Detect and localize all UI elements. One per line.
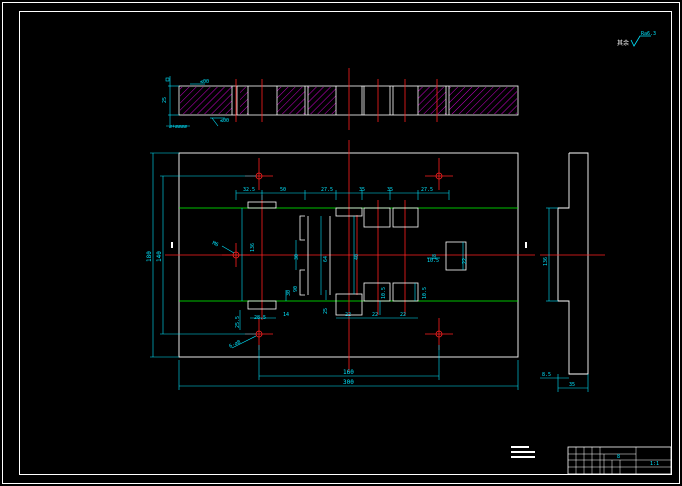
pocket [363, 282, 391, 302]
dim-bottom-a: 22 [345, 312, 351, 318]
hatch-segment [277, 87, 305, 114]
top-view-outline [178, 85, 519, 116]
dim-small-e: 25.5 [235, 316, 241, 328]
dim-vert-f: 25 [323, 308, 329, 314]
dim-small-b: 10.5 [381, 287, 387, 299]
title-block-frame [567, 446, 672, 475]
dim-h1: ≤00 [200, 79, 209, 85]
dim-small-c: 10.5 [422, 287, 428, 299]
dim-chain-4: 35 [359, 187, 365, 193]
section-arrow-icon [525, 242, 527, 248]
dim-diag-a: M6 [211, 240, 219, 248]
dim-chain-5: 35 [387, 187, 393, 193]
hatch-segment [308, 87, 336, 114]
dim-callout: ∅+∅∅∅∅ [169, 124, 187, 130]
dim-vert-b: 64 [323, 256, 329, 262]
pocket [363, 207, 391, 228]
slot [299, 269, 305, 296]
dim-bottom-b: 22 [372, 312, 378, 318]
dim-chain-6: 27.5 [421, 187, 433, 193]
dim-hole-span: 160 [343, 369, 354, 376]
roughness-symbol-icon [630, 35, 651, 47]
slot [299, 215, 305, 241]
mounting-hole-icon [435, 172, 443, 180]
hatch-segment [240, 87, 248, 114]
hatch-segment [418, 87, 446, 114]
dim-overall-width: 300 [343, 379, 354, 386]
roughness-value: Ra6.3 [641, 31, 656, 37]
pocket [335, 293, 363, 316]
inner-border [19, 11, 672, 475]
roughness-note: 其余 Ra6.3 [617, 31, 656, 47]
top-view: 25 ≤00 ≤00 ∅+∅∅∅∅ [162, 68, 519, 130]
datum-box-icon [165, 77, 170, 82]
dim-small-f: 14 [283, 312, 289, 318]
roughness-label: 其余 [617, 39, 629, 47]
dim-chain-2: 50 [280, 187, 286, 193]
pocket [392, 207, 419, 228]
main-view: 300 160 180 140 32.5 50 27.5 35 35 27.5 … [146, 140, 535, 390]
dim-diag-b: 6-∅8 [228, 339, 241, 350]
title-sheet: 1:1 [650, 461, 659, 467]
pocket [392, 282, 419, 302]
dim-vert-a: 136 [250, 243, 256, 252]
dim-chain-1: 32.5 [243, 187, 255, 193]
side-profile [557, 152, 589, 375]
side-dim-width: 35 [569, 382, 575, 388]
dim-inner-height: 140 [156, 251, 163, 262]
title-scale: 8 [617, 454, 620, 460]
section-markers [171, 242, 527, 248]
dim-left-small: 30 [286, 290, 292, 296]
mounting-hole-icon [435, 330, 443, 338]
pocket [247, 201, 277, 209]
tech-notes [511, 446, 535, 458]
title-block: 8 1:1 [511, 446, 672, 475]
side-dim-bottom: 8.5 [542, 372, 551, 378]
dim-h2: ≤00 [220, 118, 229, 124]
section-arrow-icon [171, 242, 173, 248]
dim-vert-e: 90 [293, 286, 299, 292]
hatch-segment [180, 87, 232, 114]
dim-vert-g: 22 [462, 258, 468, 264]
dim-bottom-c: 22 [400, 312, 406, 318]
dim-overall-height: 180 [146, 251, 153, 262]
dim-small-a: 10.5 [427, 258, 439, 264]
side-dim-height: 136 [543, 257, 549, 266]
dim-vert-d: 30 [294, 254, 300, 260]
side-view: 136 8.5 35 [540, 152, 605, 392]
hatch-segment [449, 87, 517, 114]
pocket [445, 241, 467, 271]
dim-chain-3: 27.5 [321, 187, 333, 193]
pocket [335, 207, 363, 217]
mounting-hole-icon [232, 251, 240, 259]
dim-small-d: 28.5 [254, 315, 266, 321]
dim-right-small: 18 [432, 254, 438, 260]
dim-vert-c: 40 [354, 254, 360, 260]
pocket [247, 300, 277, 310]
dim-thickness: 25 [162, 97, 168, 103]
